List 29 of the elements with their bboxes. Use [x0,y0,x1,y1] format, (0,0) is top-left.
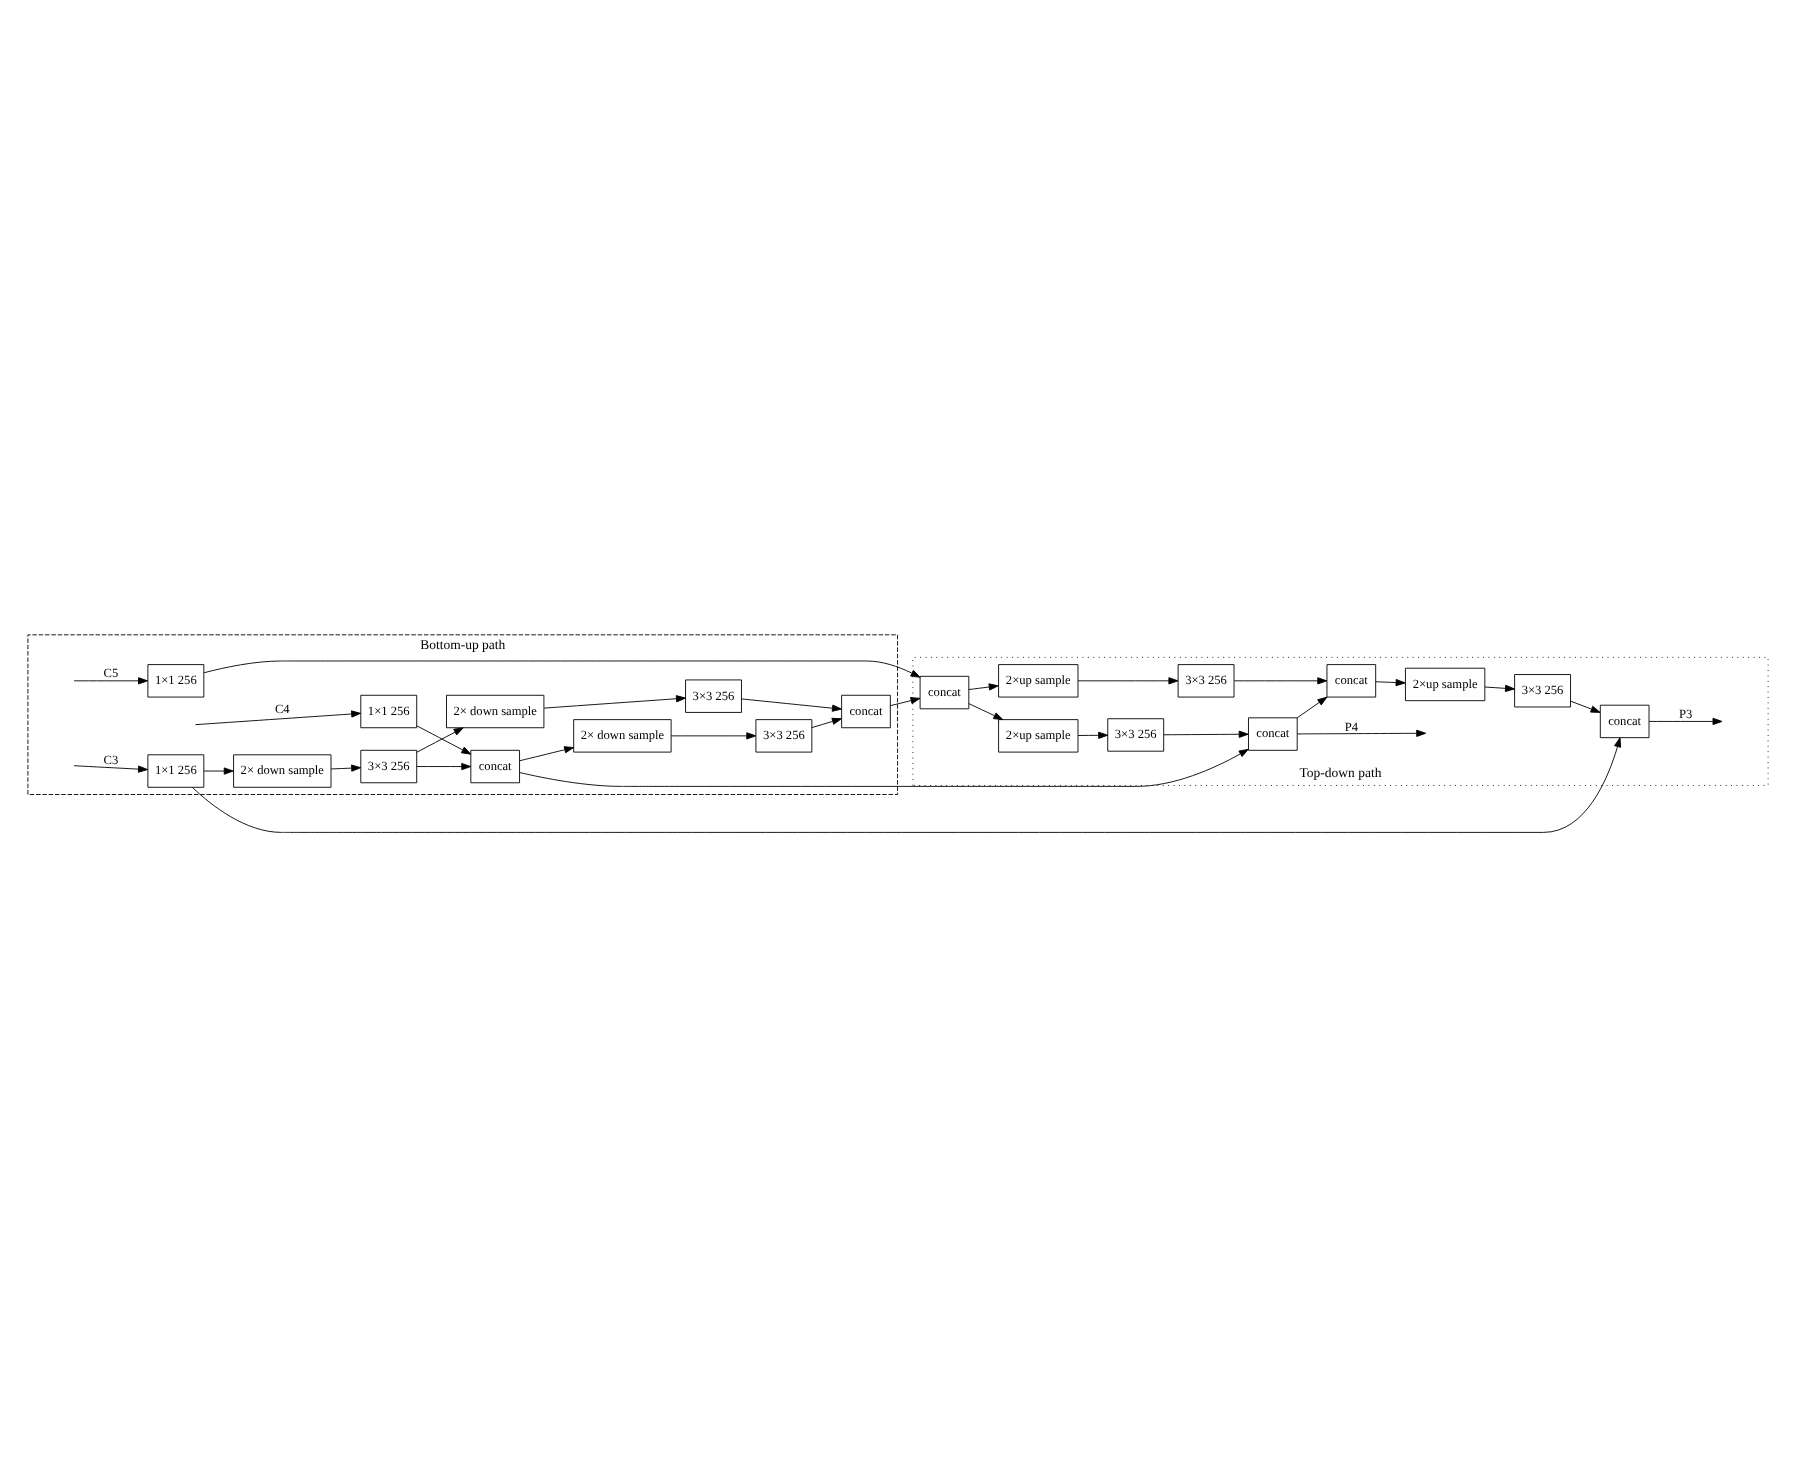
arrow [203,767,234,775]
arrow [192,737,1622,833]
arrow [670,732,757,740]
arrow [416,762,472,771]
arrow [203,660,921,678]
arrow [1233,677,1328,685]
arrow [890,697,921,707]
arrow [416,727,464,753]
arrow [1077,677,1179,685]
arrow [811,717,842,729]
arrow [519,748,1249,787]
arrow [1163,730,1249,738]
arrow [330,764,362,772]
arrow [1297,729,1427,737]
arrow [968,703,1004,721]
arrow [1484,684,1515,692]
arrow [1648,717,1723,726]
arrow [741,698,842,712]
arrow [73,677,148,685]
arrow [519,746,575,762]
arrow [968,683,999,691]
arrow [1375,678,1406,687]
arrow [195,710,362,726]
arrow [1077,731,1109,739]
arrow [1570,700,1601,713]
arrow [73,765,148,773]
arrow [543,695,686,709]
arrow [1296,696,1328,719]
arrow [416,725,472,755]
